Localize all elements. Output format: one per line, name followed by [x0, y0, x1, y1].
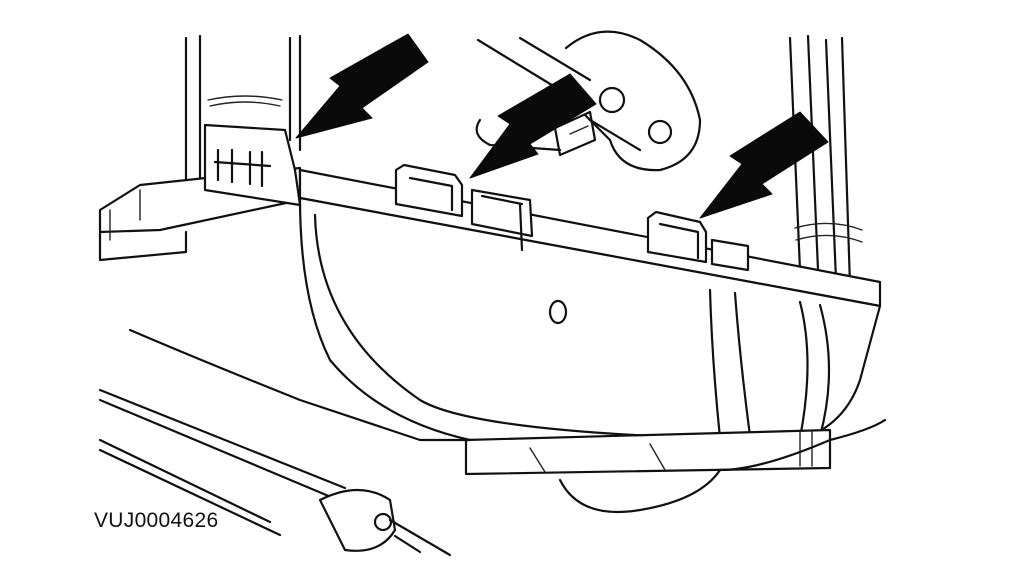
- callout-arrows: [295, 33, 829, 219]
- housing-clips: [203, 123, 750, 272]
- left-post: [184, 34, 302, 192]
- arrow-icon: [699, 111, 829, 219]
- lower-lever: [98, 328, 887, 557]
- arrow-icon: [295, 33, 429, 139]
- linkage-bracket: [475, 30, 702, 172]
- figure-reference-code: VUJ0004626: [94, 509, 219, 532]
- right-pillar: [788, 34, 863, 287]
- arrow-icon: [469, 73, 597, 179]
